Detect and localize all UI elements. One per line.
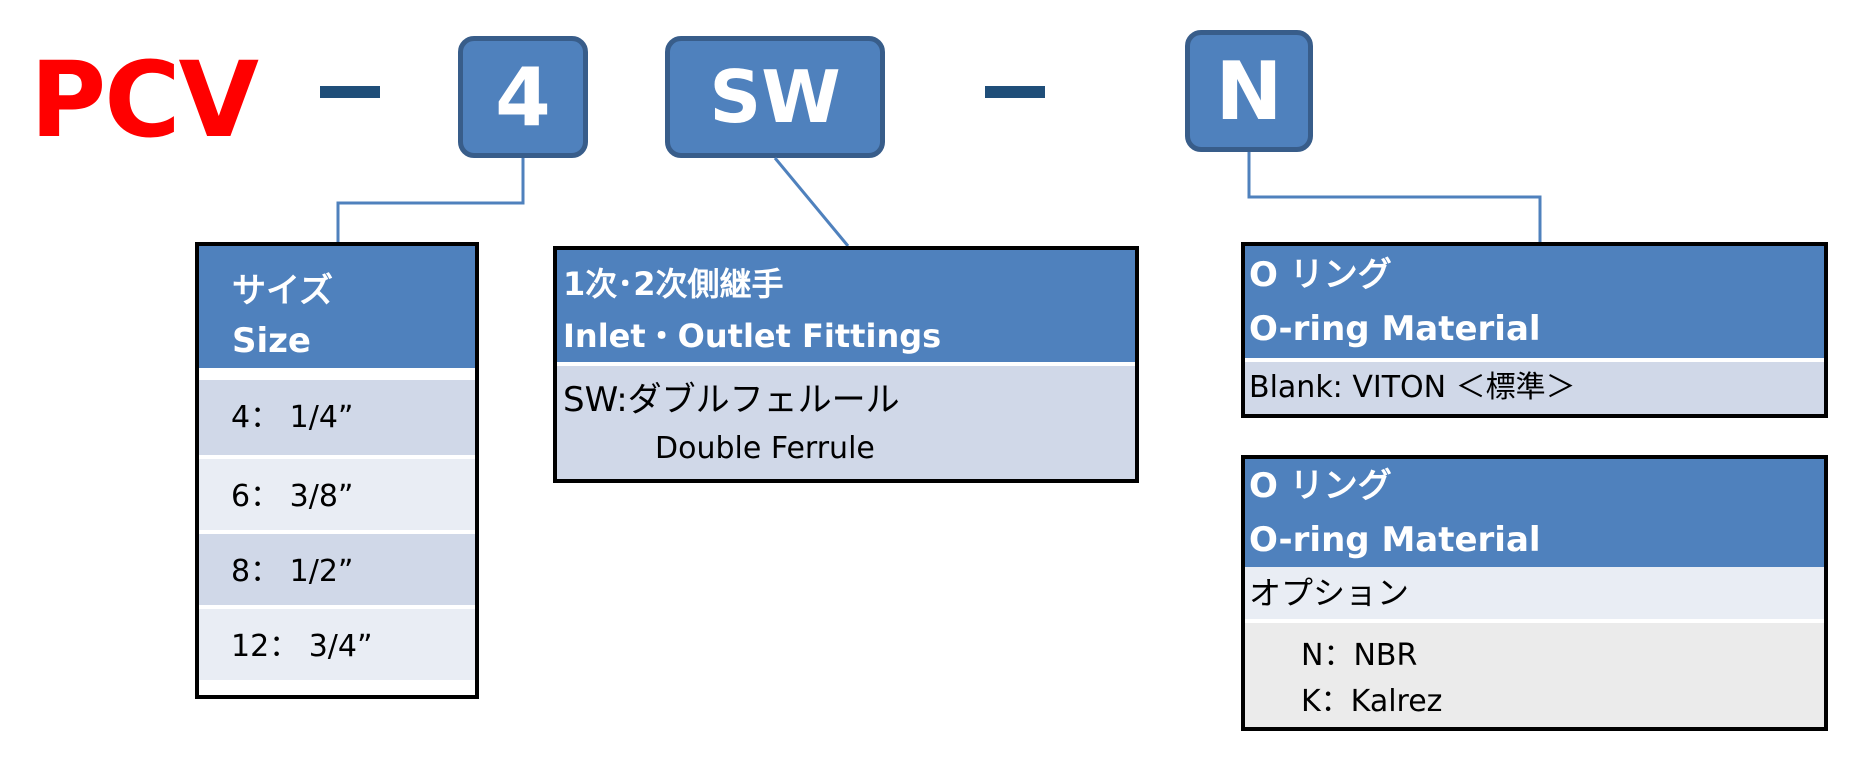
fittings-panel-header: 1次･2次側継手 Inlet・Outlet Fittings [557,250,1135,362]
fittings-title-en: Inlet・Outlet Fittings [563,317,942,355]
fittings-panel: 1次･2次側継手 Inlet・Outlet Fittings SW:ダブルフェル… [553,246,1139,483]
size-panel-header: サイズ Size [199,246,475,368]
oring-code-box: N [1185,30,1313,152]
fittings-title-jp: 1次･2次側継手 [563,265,784,303]
size-panel: サイズ Size 4： 1/4” 6： 3/8” 8： 1/2” 12： 3/4… [195,242,479,699]
oring-connector [1247,152,1542,242]
oring-standard-panel: O リング O-ring Material Blank: VITON ＜標準＞ [1241,242,1828,418]
oring-option-list: N：NBR K：Kalrez [1245,619,1824,727]
fittings-option-code: SW:ダブルフェルール [563,380,900,420]
fitting-connector [773,157,850,247]
size-option: 8： 1/2” [199,530,475,605]
size-option: 12： 3/4” [199,605,475,680]
size-option: 4： 1/4” [199,380,475,455]
oring-title-jp: O リング [1249,466,1392,506]
oring-title-en: O-ring Material [1249,309,1541,349]
oring-option-header: O リング O-ring Material [1245,459,1824,567]
oring-option: K：Kalrez [1301,684,1443,719]
size-title-jp: サイズ [232,271,333,311]
oring-title-jp: O リング [1249,255,1392,295]
divider [199,368,475,380]
separator-dash [985,86,1045,98]
size-option: 6： 3/8” [199,455,475,530]
oring-option-panel: O リング O-ring Material オプション N：NBR K：Kalr… [1241,455,1828,731]
fitting-code-box: SW [665,36,885,158]
model-prefix: PCV [30,39,259,161]
oring-title-en: O-ring Material [1249,520,1541,560]
oring-option-subtitle: オプション [1245,567,1824,619]
fittings-option: SW:ダブルフェルール Double Ferrule [557,362,1135,479]
size-code-box: 4 [458,36,588,158]
separator-dash [320,86,380,98]
size-title-en: Size [232,321,311,361]
oring-standard-value: Blank: VITON ＜標準＞ [1245,358,1824,414]
size-connector [336,158,525,242]
fittings-option-desc: Double Ferrule [655,431,875,466]
oring-standard-header: O リング O-ring Material [1245,246,1824,358]
oring-option: N：NBR [1301,638,1418,673]
